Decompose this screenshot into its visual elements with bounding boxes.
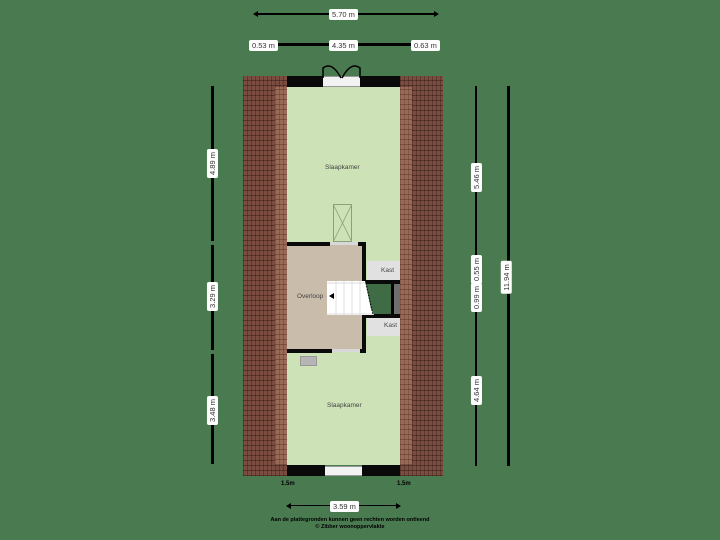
arrow-right-icon xyxy=(396,503,401,509)
wall-bottom-right xyxy=(362,465,400,476)
closet-bottom-label: Kast xyxy=(384,322,398,329)
radiator xyxy=(300,356,317,366)
wall-bottom-left xyxy=(287,465,325,476)
dim-label-top-right: 0.63 m xyxy=(411,40,440,51)
dim-label-right-mid-a: 0.55 m xyxy=(470,255,482,284)
dim-label-top-left: 0.53 m xyxy=(249,40,278,51)
arrow-left-icon xyxy=(253,11,258,17)
height-label-left: 1.5m xyxy=(281,481,295,487)
dim-label-right-mid-b: 0.99 m xyxy=(470,283,482,312)
arrow-right-icon xyxy=(434,11,439,17)
height-label-right: 1.5m xyxy=(397,481,411,487)
wall-landing-bottom-left xyxy=(287,349,332,353)
skylight xyxy=(332,203,353,243)
wall-landing-bottom-right xyxy=(360,349,366,353)
chimney-fill xyxy=(394,284,400,314)
dim-label-left-top: 4.89 m xyxy=(206,149,218,178)
disclaimer-line-2: © Zibber woonoppervlakte xyxy=(315,524,385,530)
window-top xyxy=(323,76,360,87)
room-label-top-bedroom: Slaapkamer xyxy=(325,164,360,171)
roof-right-slope xyxy=(400,87,412,465)
wall-landing-top-left xyxy=(287,242,330,246)
wall-top-left xyxy=(287,76,323,87)
wall-closet-divider-top xyxy=(365,280,400,284)
dim-label-right-bottom: 4.64 m xyxy=(470,376,482,405)
door-landing-bottom xyxy=(332,349,360,352)
french-door-icon xyxy=(322,65,361,79)
dim-label-total-width: 5.70 m xyxy=(329,9,358,20)
dim-label-bottom-width: 3.59 m xyxy=(330,501,359,512)
dim-label-left-middle: 3.29 m xyxy=(206,282,218,311)
door-landing-top xyxy=(330,242,358,245)
dim-label-top-middle: 4.35 m xyxy=(329,40,358,51)
dim-label-right-top: 5.46 m xyxy=(470,163,482,192)
wall-top-right xyxy=(360,76,400,87)
closet-top xyxy=(367,261,400,280)
skylight-icon xyxy=(332,203,353,243)
dim-label-total-length: 11.94 m xyxy=(500,261,512,294)
room-label-bottom-bedroom: Slaapkamer xyxy=(327,402,362,409)
roof-left-slope xyxy=(275,87,287,465)
room-label-landing: Overloop xyxy=(297,293,324,300)
staircase xyxy=(327,281,374,316)
wall-landing-right-upper xyxy=(362,242,366,282)
window-bottom xyxy=(325,466,362,476)
dim-label-left-bottom: 3.48 m xyxy=(206,396,218,425)
wall-landing-right-lower xyxy=(362,314,366,352)
disclaimer-line-1: Aan de plattegronden kunnen geen rechten… xyxy=(270,517,430,523)
stair-direction-arrow-icon xyxy=(329,293,334,299)
closet-top-label: Kast xyxy=(381,267,395,274)
closet-bottom xyxy=(367,318,400,336)
arrow-left-icon xyxy=(286,503,291,509)
wall-closet-divider-bottom xyxy=(365,314,400,318)
room-bottom-bedroom xyxy=(287,348,400,465)
chimney xyxy=(391,284,394,314)
